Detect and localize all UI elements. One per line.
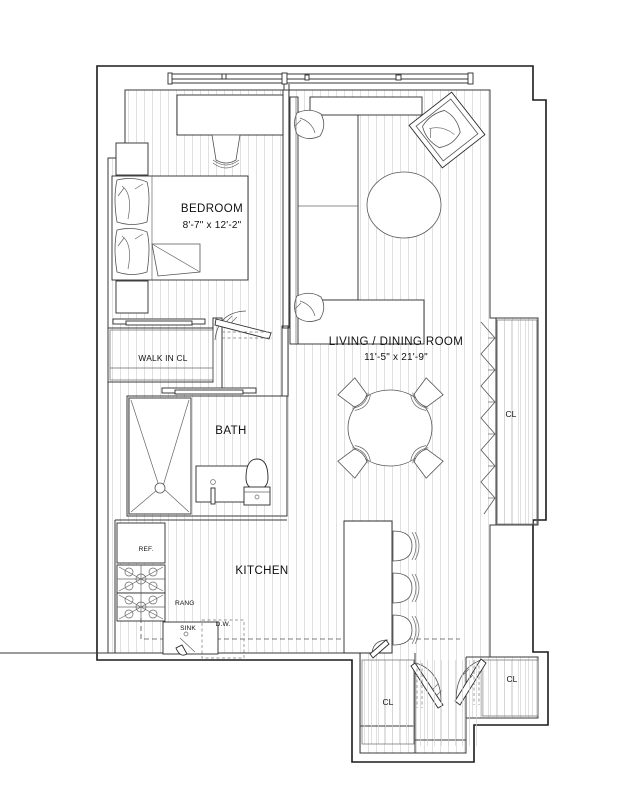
refrigerator: REF. xyxy=(116,522,166,564)
bar-stool-3 xyxy=(392,614,420,646)
dining-chairs xyxy=(337,377,444,479)
bath-area: BATH xyxy=(128,387,271,515)
desk-chair xyxy=(211,134,241,169)
toilet xyxy=(243,458,271,506)
entry-door[interactable] xyxy=(369,639,390,659)
walk-in-closet-label: WALK IN CL xyxy=(138,353,187,363)
living-dining-label: LIVING / DINING ROOM xyxy=(329,336,464,348)
window-wall xyxy=(167,72,474,90)
bar-stools xyxy=(392,530,420,646)
walk-in-closet-area: WALK IN CL xyxy=(109,318,214,381)
bed xyxy=(111,175,249,281)
range: RANG xyxy=(116,564,194,622)
exterior-walls xyxy=(96,65,549,763)
coffee-table xyxy=(366,171,442,239)
dining-table xyxy=(347,389,433,467)
sink: SINK xyxy=(162,621,219,656)
shower xyxy=(128,397,192,515)
bedroom-dimensions: 8'-7" x 12'-2" xyxy=(183,220,242,231)
bath-shelf xyxy=(161,387,257,395)
accent-chair xyxy=(408,91,486,169)
sofa-pillow-bottom xyxy=(294,292,325,322)
closet-right-label: CL xyxy=(505,409,516,419)
kitchen-label: KITCHEN xyxy=(235,565,288,577)
bath-label: BATH xyxy=(215,425,246,437)
nightstand-bottom xyxy=(115,280,149,314)
interior-partitions xyxy=(0,89,538,753)
closet-shelf xyxy=(112,318,206,326)
bar-stool-1 xyxy=(392,530,420,562)
sofa-pillow-top xyxy=(294,109,325,139)
bar-stool-2 xyxy=(392,572,420,604)
sink-label: SINK xyxy=(180,625,196,632)
bedroom-label: BEDROOM xyxy=(181,203,243,215)
desk xyxy=(176,94,284,136)
nightstand-top xyxy=(115,142,149,176)
vanity-sink xyxy=(195,465,250,505)
entry-closets: CL CL xyxy=(361,658,539,746)
closet-entry-left-label: CL xyxy=(382,697,393,707)
closet-right-door[interactable] xyxy=(480,321,496,515)
entry-foyer xyxy=(416,660,482,746)
dishwasher: D.W. xyxy=(201,619,245,659)
closet-entry-right-label: CL xyxy=(506,674,517,684)
bedroom-door xyxy=(214,310,272,341)
kitchen-area: REF. xyxy=(116,520,460,659)
living-dining-dimensions: 11'-5" x 21'-9" xyxy=(364,352,428,363)
range-burners-top xyxy=(117,565,165,593)
refrigerator-label: REF. xyxy=(139,546,154,553)
dishwasher-label: D.W. xyxy=(216,621,231,628)
kitchen-peninsula xyxy=(343,520,393,654)
range-label: RANG xyxy=(175,600,194,607)
living-dining-area: LIVING / DINING ROOM 11'-5" x 21'-9" xyxy=(289,91,486,479)
bedroom-area: BEDROOM 8'-7" x 12'-2" xyxy=(111,94,284,341)
closet-right: CL xyxy=(480,319,538,525)
range-burners-bottom xyxy=(117,593,165,621)
